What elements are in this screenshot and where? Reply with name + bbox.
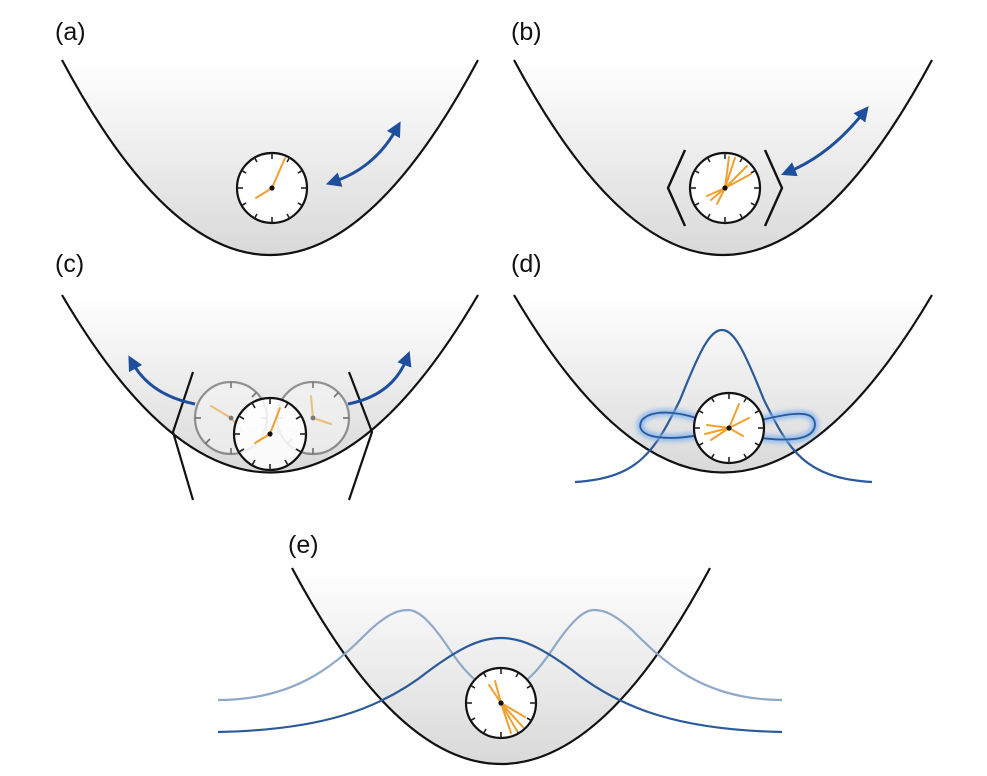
left-arrow-icon [128,355,196,406]
panel-a: (a) [55,18,479,256]
panel-b: (b) [511,18,933,257]
potential-well [291,567,711,766]
clock-icon [692,391,766,465]
double-headed-arrow-icon [781,106,869,177]
right-arrow-icon [347,350,412,406]
clock-ticks [690,153,760,223]
left-wall [171,371,195,501]
panel-label-d: (d) [511,250,542,278]
hour-hand [255,187,273,199]
panel-label-b: (b) [511,18,542,46]
potential-well [513,294,933,474]
clock-icon [235,151,309,225]
panel-label-e: (e) [288,531,319,559]
right-wall [347,371,374,501]
potential-well [61,294,479,474]
clock-icon [232,396,308,472]
left-bracket [666,149,687,227]
clock-ticks [237,153,307,223]
clock-icon [464,666,538,740]
right-bracket [763,149,784,227]
panel-c: (c) [55,250,479,501]
clock-icon [688,151,762,225]
wavepacket [574,328,873,484]
panel-d: (d) [511,250,933,484]
minute-hand [271,157,286,189]
potential-well [61,59,479,256]
potential-well [513,59,933,257]
panel-label-c: (c) [55,250,84,278]
double-headed-arrow-icon [325,121,401,187]
panel-label-a: (a) [55,18,86,46]
panel-e: (e) [217,531,783,766]
clock-center [269,185,275,191]
wavepacket-dark [217,636,783,734]
